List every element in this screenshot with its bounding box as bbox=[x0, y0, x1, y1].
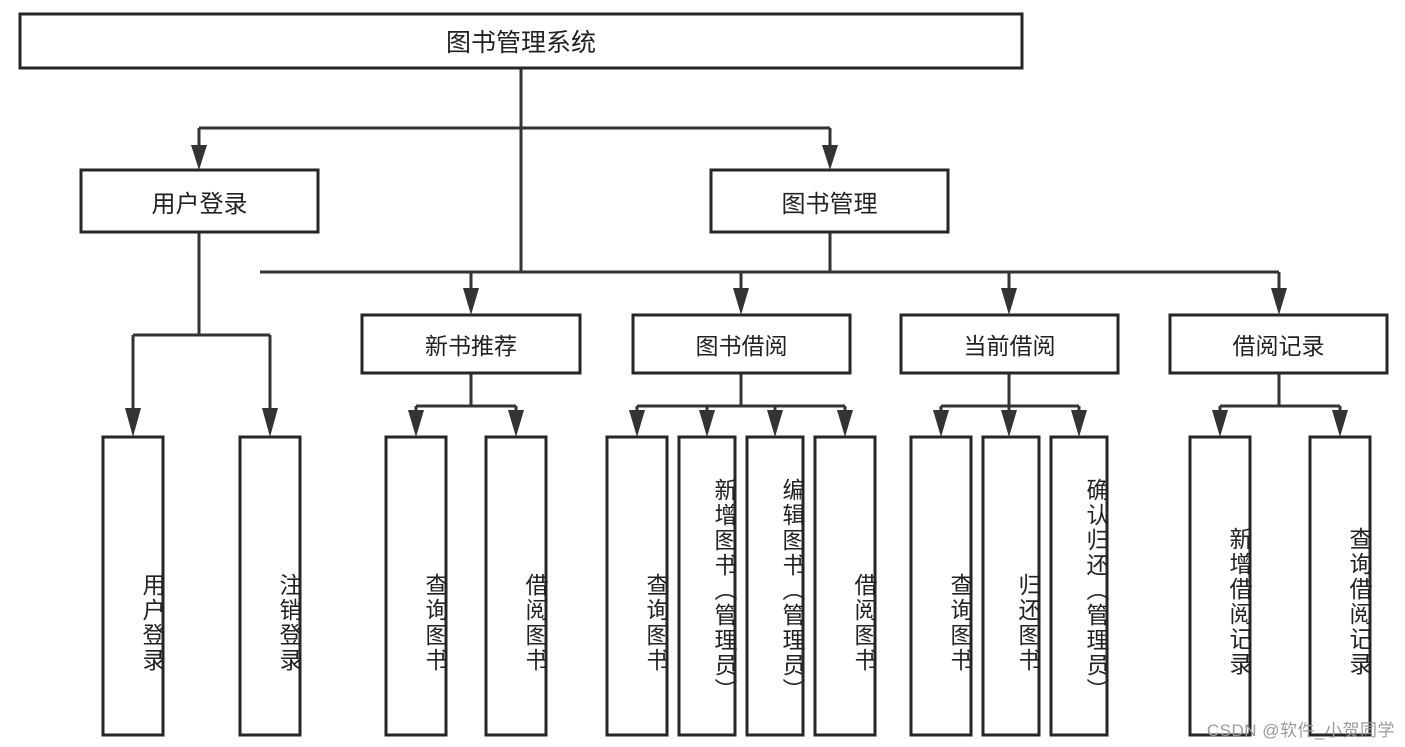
node-box-leaf-cb-confirm[interactable] bbox=[1049, 435, 1109, 737]
edges-new-book-children bbox=[408, 373, 524, 437]
arrowhead-current-borrow bbox=[1001, 288, 1017, 315]
arrowhead-bb-leaf-3 bbox=[767, 410, 783, 437]
node-box-current-borrow[interactable] bbox=[899, 313, 1120, 375]
arrowhead-user-login bbox=[191, 145, 207, 170]
arrowhead-br-leaf-2 bbox=[1332, 410, 1348, 437]
arrowhead-bb-leaf-4 bbox=[837, 410, 853, 437]
arrowhead-bb-leaf-2 bbox=[699, 410, 715, 437]
arrowhead-leaf-user-login bbox=[125, 408, 141, 437]
node-box-book-manage[interactable] bbox=[709, 168, 950, 234]
node-box-leaf-cb-query[interactable] bbox=[909, 435, 973, 737]
arrowhead-cb-leaf-3 bbox=[1071, 410, 1087, 437]
arrowhead-cb-leaf-1 bbox=[933, 410, 949, 437]
node-box-leaf-bb-query[interactable] bbox=[605, 435, 669, 737]
csdn-watermark: CSDN @软件_小贺同学 bbox=[1206, 721, 1395, 740]
edges-current-borrow-children bbox=[933, 373, 1087, 437]
node-box-book-borrow[interactable] bbox=[631, 313, 852, 375]
node-box-new-book-recommend[interactable] bbox=[360, 313, 582, 375]
arrowhead-nb-leaf-2 bbox=[508, 410, 524, 437]
arrowhead-bb-leaf-1 bbox=[629, 410, 645, 437]
arrowhead-new-book bbox=[463, 288, 479, 315]
edges-user-login-children bbox=[125, 232, 278, 437]
arrowhead-nb-leaf-1 bbox=[408, 410, 424, 437]
edges-borrow-record-children bbox=[1212, 373, 1348, 437]
node-box-leaf-bb-borrow[interactable] bbox=[813, 435, 877, 737]
node-box-leaf-br-add[interactable] bbox=[1188, 435, 1252, 737]
node-box-leaf-nb-borrow[interactable] bbox=[484, 435, 548, 737]
arrowhead-leaf-logout bbox=[262, 408, 278, 437]
node-box-leaf-br-query[interactable] bbox=[1308, 435, 1372, 737]
arrowhead-book-manage bbox=[822, 145, 838, 170]
node-box-leaf-nb-query[interactable] bbox=[384, 435, 448, 737]
arrowhead-book-borrow bbox=[733, 288, 749, 315]
arrowhead-br-leaf-1 bbox=[1212, 410, 1228, 437]
node-box-borrow-record[interactable] bbox=[1168, 313, 1389, 375]
arrowhead-cb-leaf-2 bbox=[1001, 410, 1017, 437]
node-box-leaf-logout[interactable] bbox=[238, 435, 302, 737]
node-box-leaf-bb-add[interactable] bbox=[677, 435, 737, 737]
node-box-user-login[interactable] bbox=[79, 168, 320, 234]
edges-book-borrow-children bbox=[629, 373, 853, 437]
node-box-leaf-user-login[interactable] bbox=[101, 435, 165, 737]
node-box-leaf-cb-return[interactable] bbox=[981, 435, 1041, 737]
node-box-root[interactable] bbox=[18, 12, 1024, 70]
edges-book-manage-children bbox=[463, 232, 1287, 315]
node-box-leaf-bb-edit[interactable] bbox=[745, 435, 805, 737]
arrowhead-borrow-record bbox=[1271, 288, 1287, 315]
edges-root-level1 bbox=[191, 68, 838, 170]
